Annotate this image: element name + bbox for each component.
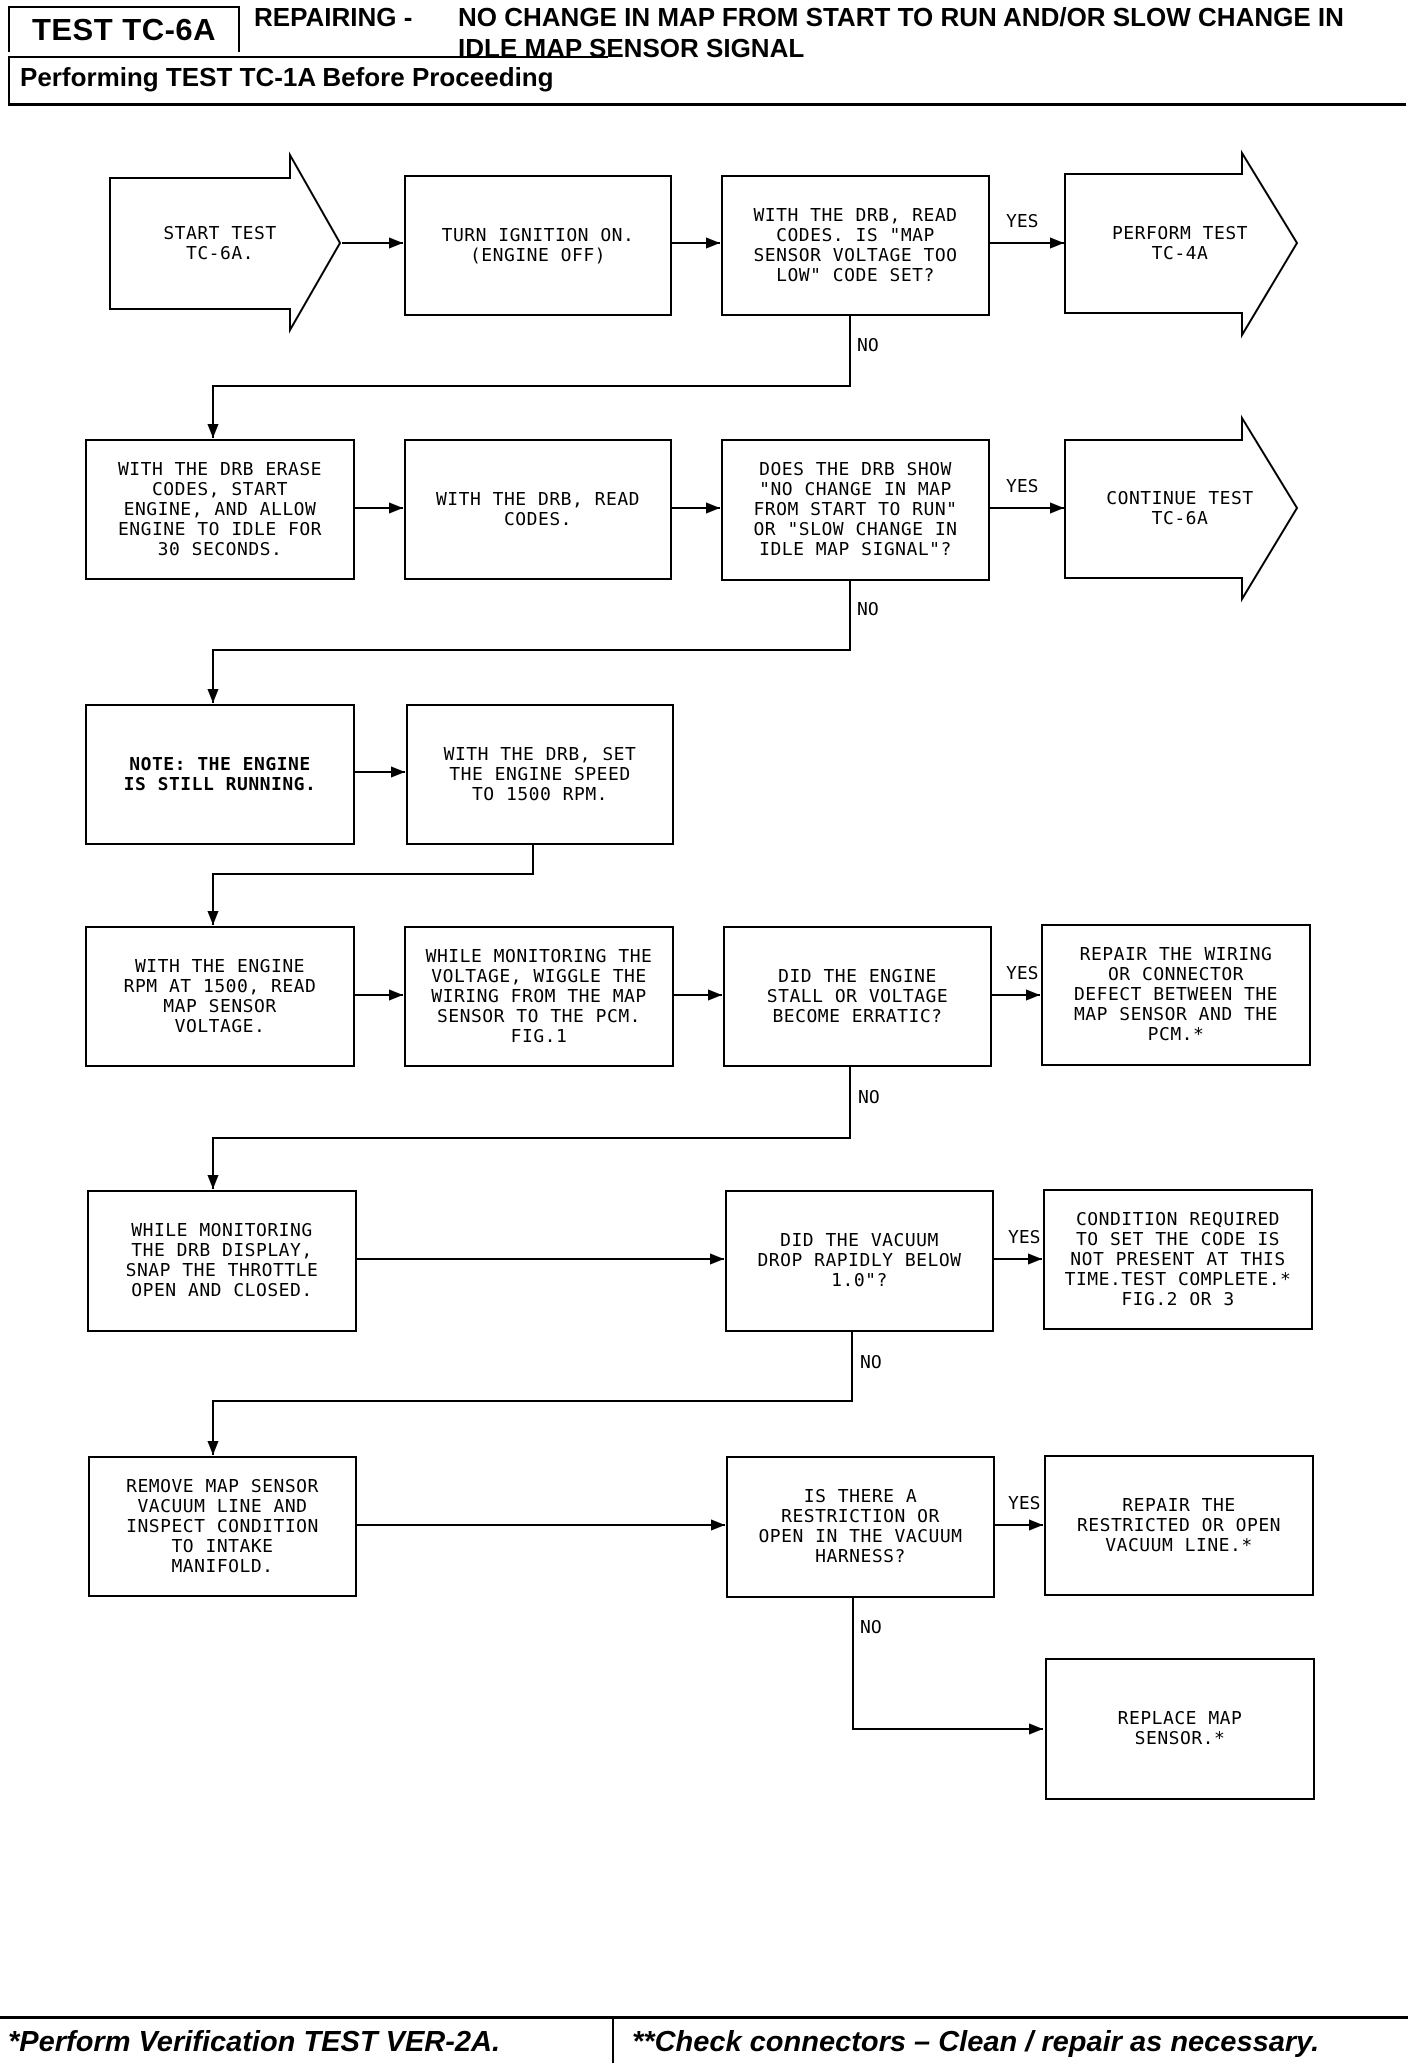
read-map-voltage-box: WITH THE ENGINE RPM AT 1500, READ MAP SE… [85, 926, 355, 1067]
edge-speed-voltage [207, 845, 534, 925]
footer-divider [0, 2016, 1408, 2019]
edge-vacuum-remove [207, 1332, 853, 1455]
yes-label-4: YES [1008, 1227, 1041, 1248]
header-divider [8, 103, 1406, 106]
no-label-4: NO [860, 1352, 882, 1373]
yes-label-3: YES [1006, 963, 1039, 984]
set-engine-speed-box: WITH THE DRB, SET THE ENGINE SPEED TO 15… [406, 704, 674, 845]
drb-show-decision: DOES THE DRB SHOW "NO CHANGE IN MAP FROM… [721, 439, 990, 581]
wiggle-wiring-box: WHILE MONITORING THE VOLTAGE, WIGGLE THE… [404, 926, 674, 1067]
engine-stall-decision: DID THE ENGINE STALL OR VOLTAGE BECOME E… [723, 926, 992, 1067]
read-codes-box: WITH THE DRB, READ CODES. [404, 439, 672, 580]
note-engine-running-box: NOTE: THE ENGINE IS STILL RUNNING. [85, 704, 355, 845]
tc6a-arrow-shape [1064, 414, 1299, 603]
snap-throttle-box: WHILE MONITORING THE DRB DISPLAY, SNAP T… [87, 1190, 357, 1332]
no-label-2: NO [857, 599, 879, 620]
erase-codes-box: WITH THE DRB ERASE CODES, START ENGINE, … [85, 439, 355, 580]
repair-wiring-box: REPAIR THE WIRING OR CONNECTOR DEFECT BE… [1041, 924, 1311, 1066]
remove-vacuum-line-box: REMOVE MAP SENSOR VACUUM LINE AND INSPEC… [88, 1456, 357, 1597]
edge-readcodes-erase [207, 316, 851, 438]
edge-drbshow-note [207, 581, 851, 703]
yes-label-2: YES [1006, 476, 1039, 497]
replace-map-sensor-box: REPLACE MAP SENSOR.* [1045, 1658, 1315, 1800]
edge-restriction-replace [852, 1598, 1043, 1735]
no-label-3: NO [858, 1087, 880, 1108]
subtitle-frame [8, 56, 608, 104]
yes-label-1: YES [1006, 211, 1039, 232]
repair-vacuum-line-box: REPAIR THE RESTRICTED OR OPEN VACUUM LIN… [1044, 1455, 1314, 1596]
footer-separator [612, 2019, 614, 2063]
start-arrow-shape [109, 151, 342, 334]
page-subtitle: Performing TEST TC-1A Before Proceeding [20, 62, 554, 92]
test-description: NO CHANGE IN MAP FROM START TO RUN AND/O… [458, 2, 1344, 63]
footer-verification-note: *Perform Verification TEST VER-2A. [8, 2026, 501, 2058]
no-label-1: NO [857, 335, 879, 356]
repairing-label: REPAIRING - [254, 2, 413, 32]
perform-tc4a-node: PERFORM TEST TC-4A [1111, 222, 1249, 264]
condition-not-present-box: CONDITION REQUIRED TO SET THE CODE IS NO… [1043, 1189, 1313, 1330]
yes-label-5: YES [1008, 1493, 1041, 1514]
continue-tc6a-node: CONTINUE TEST TC-6A [1106, 488, 1254, 529]
start-test-node: START TEST TC-6A. [163, 222, 277, 264]
footer-connector-note: **Check connectors – Clean / repair as n… [632, 2026, 1320, 2058]
no-label-5: NO [860, 1617, 882, 1638]
vacuum-restriction-decision: IS THERE A RESTRICTION OR OPEN IN THE VA… [726, 1456, 995, 1598]
test-id: TEST TC-6A [8, 6, 240, 52]
read-codes-low-decision: WITH THE DRB, READ CODES. IS "MAP SENSOR… [721, 175, 990, 316]
ignition-on-box: TURN IGNITION ON. (ENGINE OFF) [404, 175, 672, 316]
vacuum-drop-decision: DID THE VACUUM DROP RAPIDLY BELOW 1.0"? [725, 1190, 994, 1332]
edge-stall-snap [207, 1067, 851, 1189]
tc4a-arrow-shape [1064, 149, 1299, 339]
